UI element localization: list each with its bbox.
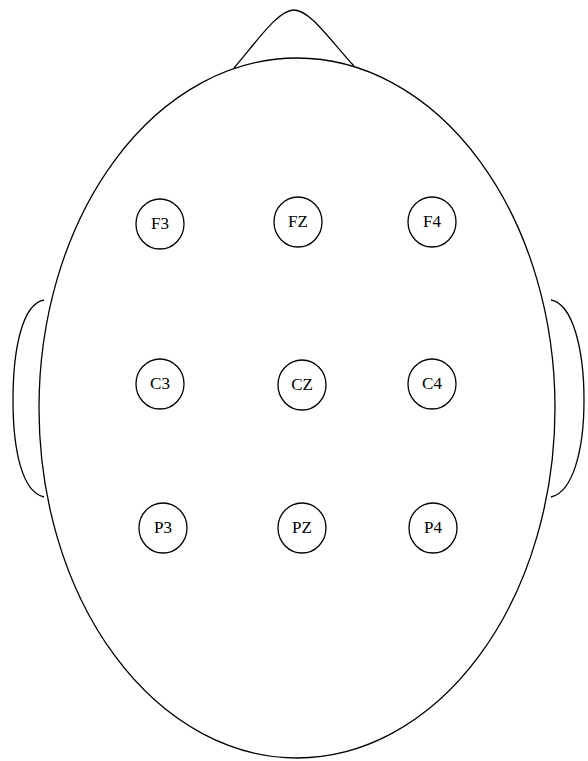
electrode-label: F4	[423, 213, 441, 232]
electrode-ellipse	[136, 359, 184, 409]
electrode: P4	[408, 502, 458, 554]
electrode: F4	[407, 196, 457, 248]
electrode-ellipse	[139, 503, 187, 553]
electrode-label: FZ	[288, 213, 308, 232]
electrode: CZ	[277, 359, 327, 411]
electrode-ellipse	[409, 503, 457, 553]
head	[39, 58, 555, 758]
electrode-label: PZ	[292, 519, 312, 538]
electrode: F3	[135, 198, 185, 250]
electrode: C3	[135, 358, 185, 410]
electrode-ellipse	[408, 359, 456, 409]
electrode-ellipse	[136, 199, 184, 249]
electrode-label: C3	[150, 375, 170, 394]
electrode: P3	[138, 502, 188, 554]
electrode-ellipse	[408, 197, 456, 247]
electrode-label: F3	[151, 215, 169, 234]
electrode-ellipse	[278, 360, 326, 410]
electrode: PZ	[277, 502, 327, 554]
right-ear	[551, 300, 584, 497]
electrode: C4	[407, 358, 457, 410]
electrode-label: C4	[422, 375, 442, 394]
electrode-ellipse	[278, 503, 326, 553]
electrode-label: P3	[154, 519, 172, 538]
electrode: FZ	[273, 196, 323, 248]
electrode-label: P4	[424, 519, 442, 538]
electrode-label: CZ	[291, 376, 313, 395]
electrode-ellipse	[274, 197, 322, 247]
